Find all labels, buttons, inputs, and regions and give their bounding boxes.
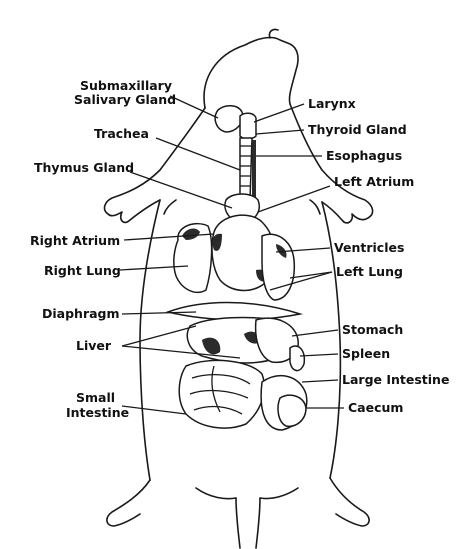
labels-left: Submaxillary Salivary Gland Trachea Thym…	[30, 78, 176, 420]
label-left-lung: Left Lung	[336, 264, 403, 279]
label-ventricles: Ventricles	[334, 240, 404, 255]
label-submaxillary-1: Submaxillary	[80, 78, 172, 93]
leader-right-lung	[119, 265, 189, 271]
label-submaxillary-2: Salivary Gland	[74, 92, 176, 107]
label-diaphragm: Diaphragm	[42, 306, 120, 321]
label-caecum: Caecum	[348, 400, 403, 415]
spleen-shape	[289, 345, 306, 372]
larynx-shape	[239, 112, 257, 140]
labels-right: Larynx Thyroid Gland Esophagus Left Atri…	[308, 96, 449, 415]
leader-left-atrium	[257, 185, 331, 213]
leader-small-intestine	[121, 405, 187, 415]
label-spleen: Spleen	[342, 346, 390, 361]
thymus-shape	[224, 193, 260, 223]
small-intestine-shape	[178, 359, 266, 429]
leader-larynx	[253, 103, 305, 123]
left-lung-shape	[261, 233, 296, 301]
leader-spleen	[299, 353, 339, 357]
leader-right-atrium	[123, 233, 215, 241]
label-left-atrium: Left Atrium	[334, 174, 414, 189]
label-large-intestine: Large Intestine	[342, 372, 449, 387]
label-liver: Liver	[76, 338, 112, 353]
leader-trachea	[155, 137, 241, 171]
leader-submaxillary	[169, 95, 219, 119]
leader-diaphragm	[121, 311, 197, 315]
label-larynx: Larynx	[308, 96, 356, 111]
diaphragm-shape	[165, 301, 303, 321]
leader-thyroid	[255, 129, 305, 135]
leader-ventricles	[275, 247, 331, 253]
leader-large-intestine	[301, 379, 339, 383]
leader-thymus	[129, 171, 233, 209]
caecum-shape	[277, 394, 307, 428]
organs	[165, 105, 308, 431]
leader-liver-1	[121, 325, 197, 347]
body-outline	[103, 28, 374, 549]
salivary-gland-shape	[214, 105, 244, 133]
leader-lines	[119, 95, 344, 415]
leader-liver-2	[121, 345, 241, 359]
label-stomach: Stomach	[342, 322, 403, 337]
label-right-lung: Right Lung	[44, 263, 121, 278]
leader-stomach	[291, 329, 339, 337]
trachea-shape	[239, 137, 253, 201]
label-thymus: Thymus Gland	[34, 160, 134, 175]
right-lung-shape	[173, 222, 213, 294]
label-trachea: Trachea	[94, 126, 149, 141]
leader-left-lung-2	[269, 271, 333, 291]
label-esophagus: Esophagus	[326, 148, 402, 163]
esophagus-shape	[252, 140, 256, 215]
label-right-atrium: Right Atrium	[30, 233, 120, 248]
leader-left-lung-1	[289, 271, 333, 279]
label-thyroid: Thyroid Gland	[308, 122, 407, 137]
label-small-intestine-1: Small	[76, 390, 115, 405]
label-small-intestine-2: Intestine	[66, 405, 129, 420]
